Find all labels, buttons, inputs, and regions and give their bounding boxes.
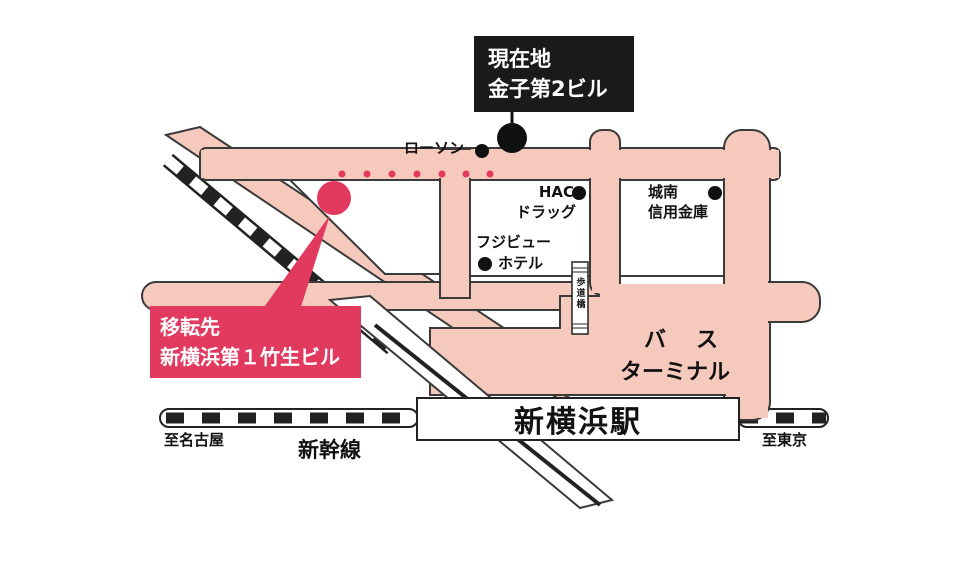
to-tokyo-label: 至東京 [762, 431, 808, 449]
current-location-callout: 現在地 金子第2ビル [474, 36, 634, 112]
relocation-title: 移転先 [160, 315, 220, 339]
station-name: 新横浜駅 [514, 405, 642, 440]
relocation-pin [262, 181, 351, 310]
bus-terminal-label-line2: ターミナル [620, 360, 731, 385]
hotel-label-line1: フジビュー [476, 233, 552, 251]
footbridge [571, 261, 589, 335]
relocation-callout: 移転先 新横浜第１竹生ビル [150, 306, 361, 378]
footbridge-label: 歩道橋 [576, 278, 586, 310]
road-merge-fill [201, 150, 800, 418]
current-location-pin [497, 112, 527, 153]
bank-label-line1: 城南 [648, 183, 679, 201]
bus-terminal-label-line1: バ ス [644, 328, 723, 353]
lawson-label: ローソン [404, 139, 465, 157]
landmark-dots [475, 144, 722, 271]
station-name-box: 新横浜駅 [416, 397, 740, 441]
current-location-building: 金子第2ビル [488, 77, 608, 101]
current-location-title: 現在地 [488, 47, 551, 71]
hac-label: HAC [538, 183, 574, 201]
hotel-label-line2: ホテル [498, 254, 544, 272]
bank-label-line2: 信用金庫 [648, 203, 709, 221]
drug-label: ドラッグ [516, 203, 577, 221]
relocation-building: 新横浜第１竹生ビル [160, 345, 340, 369]
to-nagoya-label: 至名古屋 [164, 431, 225, 449]
walking-route-dots [338, 170, 494, 178]
shinkansen-label: 新幹線 [298, 438, 361, 462]
